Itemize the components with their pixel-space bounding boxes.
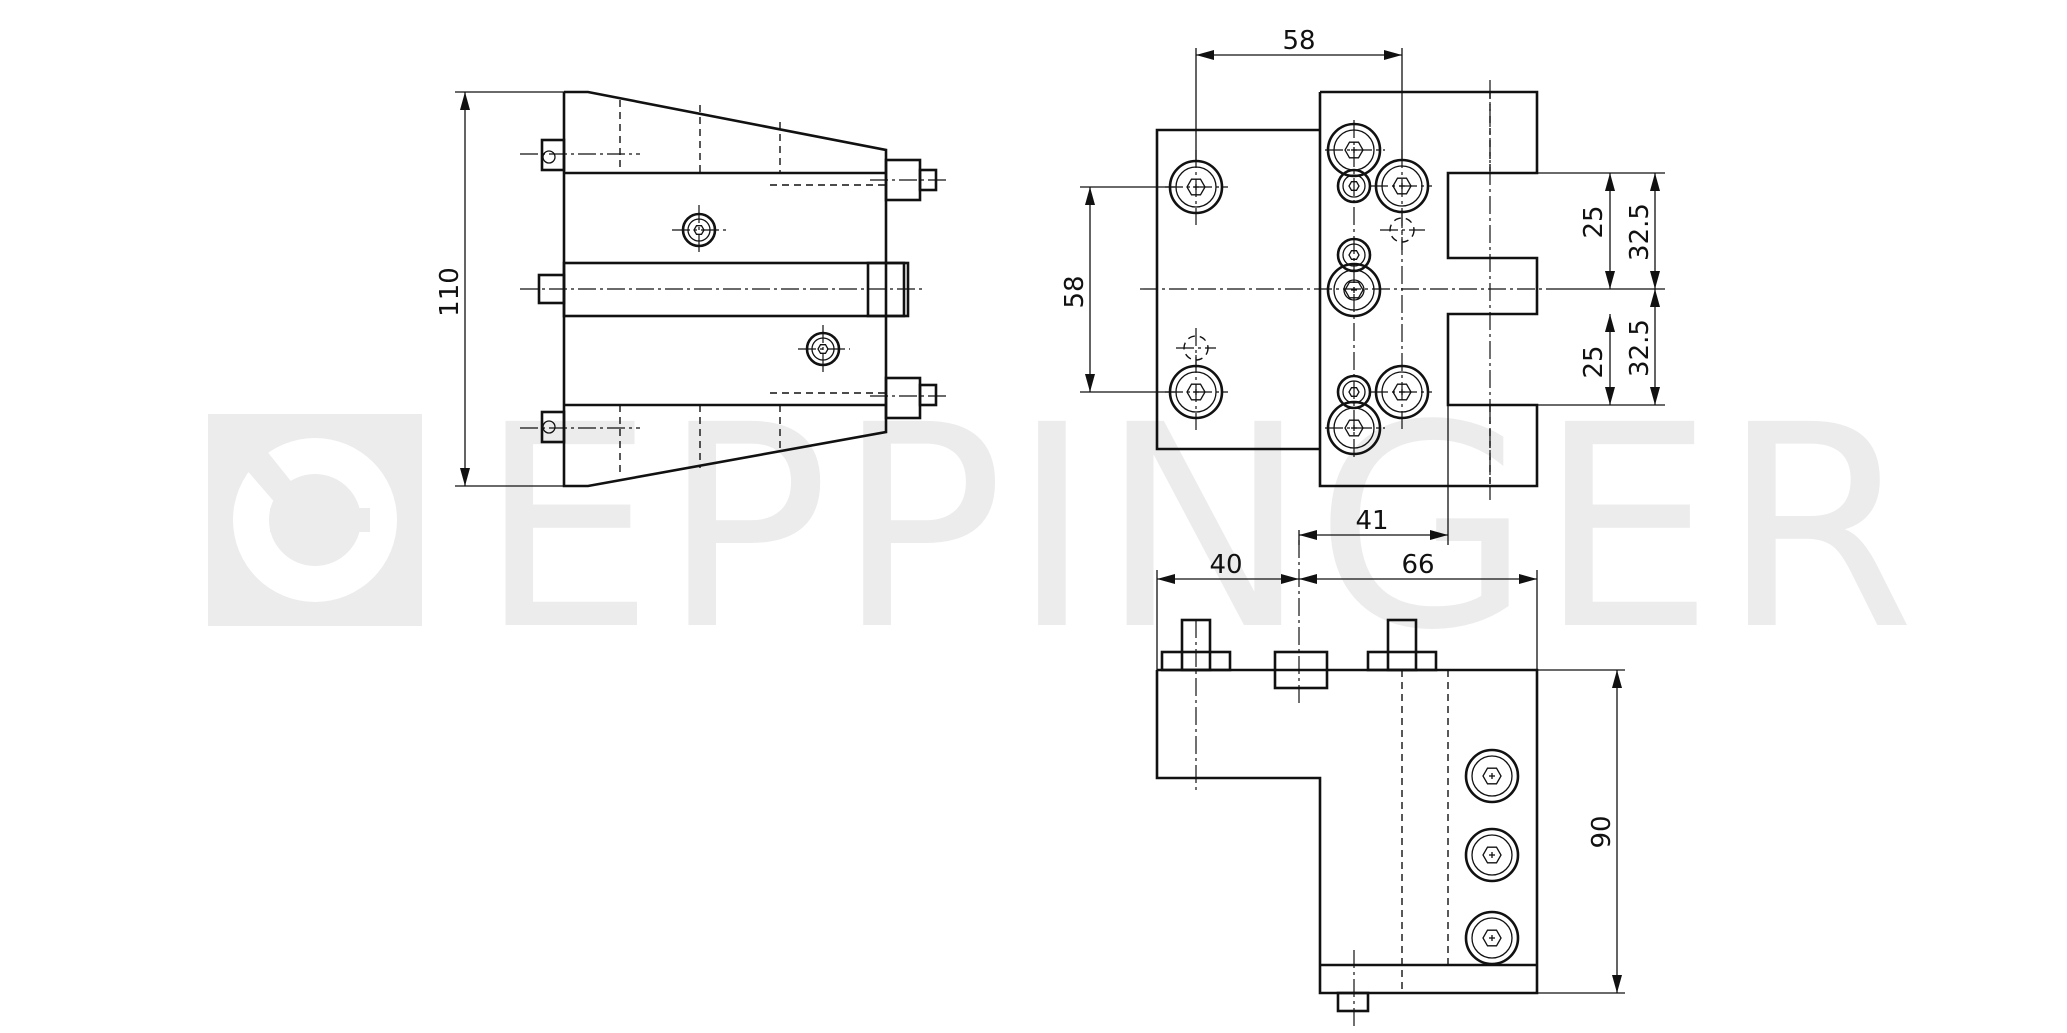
dim-top-width-right: 66: [1401, 550, 1434, 580]
dim-top-width-left: 40: [1209, 550, 1242, 580]
dim-front-width-top: 58: [1282, 26, 1315, 56]
dim-front-offset-upper: 32.5: [1625, 203, 1655, 261]
front-view: 58 58 25 32.5 25 32.5 41: [1060, 26, 1665, 545]
side-view: 110: [435, 90, 950, 488]
watermark-brand-text: EPPINGER: [478, 366, 1921, 692]
dim-front-slot-upper: 25: [1579, 205, 1609, 238]
dim-front-height-left: 58: [1060, 275, 1090, 308]
dim-front-offset-lower: 32.5: [1625, 319, 1655, 377]
dim-front-center-offset: 41: [1355, 506, 1388, 536]
dim-top-height: 90: [1587, 815, 1617, 848]
top-view: 40 66 90: [1155, 540, 1625, 1030]
logo-emblem: [233, 438, 397, 602]
dim-side-height: 110: [435, 267, 465, 317]
dim-front-slot-lower: 25: [1579, 345, 1609, 378]
